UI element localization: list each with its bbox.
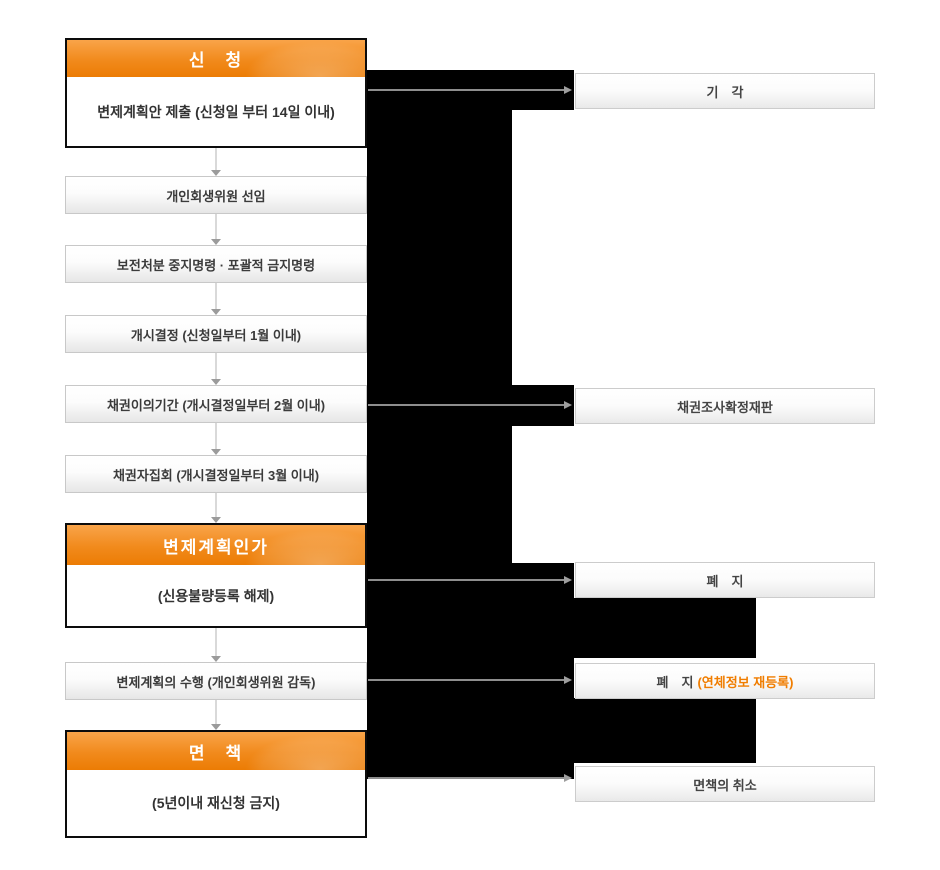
outcome-claim-examination-trial: 채권조사확정재판 [575,388,875,424]
stage-application: 신 청 변제계획안 제출 (신청일 부터 14일 이내) [65,38,367,148]
outcome-abolition-reregistration-label: 폐 지 [656,674,694,690]
stage-discharge-title: 면 책 [67,732,365,770]
stage-application-body: 변제계획안 제출 (신청일 부터 14일 이내) [97,103,335,120]
step-trustee-appointment: 개인회생위원 선임 [65,176,367,214]
stage-discharge-body: (5년이내 재신청 금지) [152,795,280,811]
step-preservation-order: 보전처분 중지명령 · 포괄적 금지명령 [65,245,367,283]
stage-discharge: 면 책 (5년이내 재신청 금지) [65,730,367,838]
void-region [367,698,756,763]
step-plan-performance: 변제계획의 수행 (개인회생위원 감독) [65,662,367,700]
void-region [367,110,512,563]
step-claim-objection-period: 채권이의기간 (개시결정일부터 2월 이내) [65,385,367,423]
step-commencement-decision: 개시결정 (신청일부터 1월 이내) [65,315,367,353]
step-creditors-meeting: 채권자집회 (개시결정일부터 3월 이내) [65,455,367,493]
void-region [367,658,574,698]
void-region [367,763,574,779]
stage-plan-approval-body: (신용불량등록 해제) [157,587,275,604]
void-region [367,70,574,110]
outcome-dismissal: 기 각 [575,73,875,109]
outcome-abolition: 폐 지 [575,562,875,598]
down-arrows [211,148,221,730]
stage-application-title: 신 청 [67,40,365,77]
void-region [512,385,574,426]
void-region [367,563,574,598]
outcome-abolition-reregistration-note: (연체정보 재등록) [697,674,794,690]
outcome-discharge-cancellation: 면책의 취소 [575,766,875,802]
outcome-abolition-reregistration: 폐 지 (연체정보 재등록) [575,663,875,699]
void-region [367,598,756,658]
stage-plan-approval: 변제계획인가 (신용불량등록 해제) [65,523,367,628]
stage-plan-approval-title: 변제계획인가 [67,525,365,565]
